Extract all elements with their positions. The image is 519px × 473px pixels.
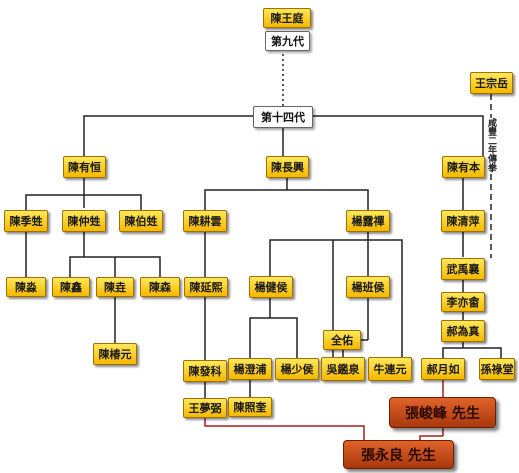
node-chen-yao[interactable]: 陳垚: [96, 277, 134, 297]
node-chen-zhongsheng[interactable]: 陳仲甡: [62, 210, 106, 232]
node-wang-mengbi[interactable]: 王夢弼: [183, 398, 227, 418]
node-chen-changxing[interactable]: 陳長興: [266, 156, 309, 178]
node-chen-chunyuan[interactable]: 陳椿元: [93, 343, 137, 365]
node-hao-yueru[interactable]: 郝月如: [421, 358, 465, 380]
node-sun-lutang[interactable]: 孫祿堂: [479, 358, 515, 380]
node-yang-chengfu[interactable]: 楊澄浦: [228, 358, 272, 380]
transmission-note: 咸豐二年傳拳: [486, 118, 496, 172]
node-yang-luchan[interactable]: 楊露禪: [346, 210, 390, 232]
gen-fourteenth-label: 第十四代: [253, 106, 313, 128]
node-chen-youheng[interactable]: 陳有恒: [63, 156, 106, 178]
node-chen-xin[interactable]: 陳鑫: [52, 277, 90, 297]
node-niu-lianyuan[interactable]: 牛連元: [368, 357, 412, 381]
node-zhang-yongliang[interactable]: 張永良 先生: [343, 440, 454, 469]
node-hao-weizhen[interactable]: 郝為真: [441, 320, 485, 342]
node-chen-jisheng[interactable]: 陳季甡: [4, 210, 48, 232]
node-wang-zongyue[interactable]: 王宗岳: [470, 72, 513, 94]
node-wu-yuxiang[interactable]: 武禹襄: [441, 258, 485, 280]
node-chen-zhaokui[interactable]: 陳照奎: [228, 397, 272, 417]
node-chen-qingping[interactable]: 陳清萍: [441, 210, 485, 232]
node-quan-you[interactable]: 全佑: [323, 330, 361, 350]
node-yang-shaohou[interactable]: 楊少侯: [275, 358, 319, 380]
node-chen-miao[interactable]: 陳森: [140, 277, 180, 297]
node-chen-fake[interactable]: 陳發科: [183, 360, 227, 382]
node-chen-gengyun[interactable]: 陳耕雲: [183, 210, 227, 232]
node-zhang-junfeng[interactable]: 張峻峰 先生: [389, 397, 496, 428]
node-chen-bosheng[interactable]: 陳伯甡: [119, 210, 163, 232]
node-wu-jianquan[interactable]: 吳鑑泉: [321, 357, 365, 381]
node-chen-youben[interactable]: 陳有本: [442, 156, 485, 178]
node-chen-yanxi[interactable]: 陳延熙: [184, 277, 228, 297]
node-chen-wangting[interactable]: 陳王庭: [263, 8, 311, 28]
node-chen-sen[interactable]: 陳淼: [6, 277, 46, 297]
node-yang-banhou[interactable]: 楊班侯: [346, 276, 390, 298]
node-yang-jianhou[interactable]: 楊健侯: [249, 276, 293, 298]
red-transmission-line: [204, 418, 365, 440]
gen-ninth-label: 第九代: [265, 31, 310, 51]
node-li-yishe[interactable]: 李亦畬: [441, 292, 485, 312]
